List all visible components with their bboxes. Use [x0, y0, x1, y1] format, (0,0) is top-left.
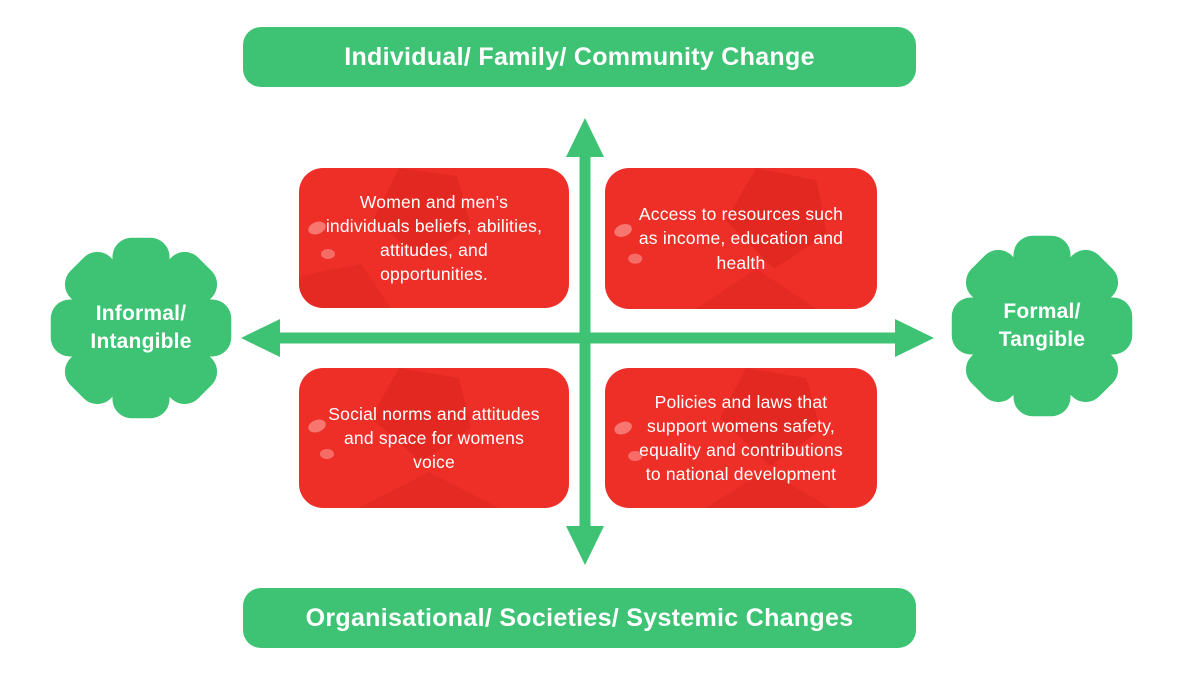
box-texture [299, 168, 471, 308]
vertical-axis-line [579, 150, 591, 535]
banner-top-label: Individual/ Family/ Community Change [344, 42, 815, 71]
quadrant-box-bottom-right: Policies and laws that support womens sa… [605, 368, 877, 508]
axis-label-left: Informal/ Intangible [46, 233, 236, 423]
quadrant-box-top-right: Access to resources such as income, educ… [605, 168, 877, 309]
quadrant-text: Social norms and attitudes and space for… [328, 403, 540, 473]
flower-shape-icon [50, 237, 232, 419]
banner-bottom: Organisational/ Societies/ Systemic Chan… [243, 588, 916, 648]
axis-label-right-line2: Tangible [998, 328, 1086, 351]
axis-label-right: Formal/ Tangible [947, 231, 1137, 421]
quadrant-box-top-left: Women and men’s individuals beliefs, abi… [299, 168, 569, 308]
arrow-down-icon [566, 526, 604, 565]
axis-label-left-line2: Intangible [90, 330, 192, 353]
flower-shape-icon [951, 235, 1133, 417]
horizontal-axis-line [272, 332, 902, 344]
arrow-left-icon [241, 319, 280, 357]
box-texture [308, 368, 499, 508]
axis-label-left-line1: Informal/ [95, 301, 187, 325]
quadrant-text: Access to resources such as income, educ… [638, 204, 844, 273]
axis-label-right-text: Formal/ Tangible [999, 298, 1085, 355]
banner-bottom-label: Organisational/ Societies/ Systemic Chan… [305, 603, 854, 632]
axis-label-right-line1: Formal/ [1003, 299, 1081, 323]
quadrant-box-bottom-left: Social norms and attitudes and space for… [299, 368, 569, 508]
arrow-up-icon [566, 118, 604, 157]
box-texture [614, 368, 831, 508]
banner-top: Individual/ Family/ Community Change [243, 27, 916, 87]
box-texture [614, 168, 827, 309]
quadrant-text: Policies and laws that support womens sa… [639, 391, 843, 485]
arrow-right-icon [895, 319, 934, 357]
axis-label-left-text: Informal/ Intangible [90, 300, 191, 357]
quadrant-text: Women and men’s individuals beliefs, abi… [325, 191, 543, 285]
